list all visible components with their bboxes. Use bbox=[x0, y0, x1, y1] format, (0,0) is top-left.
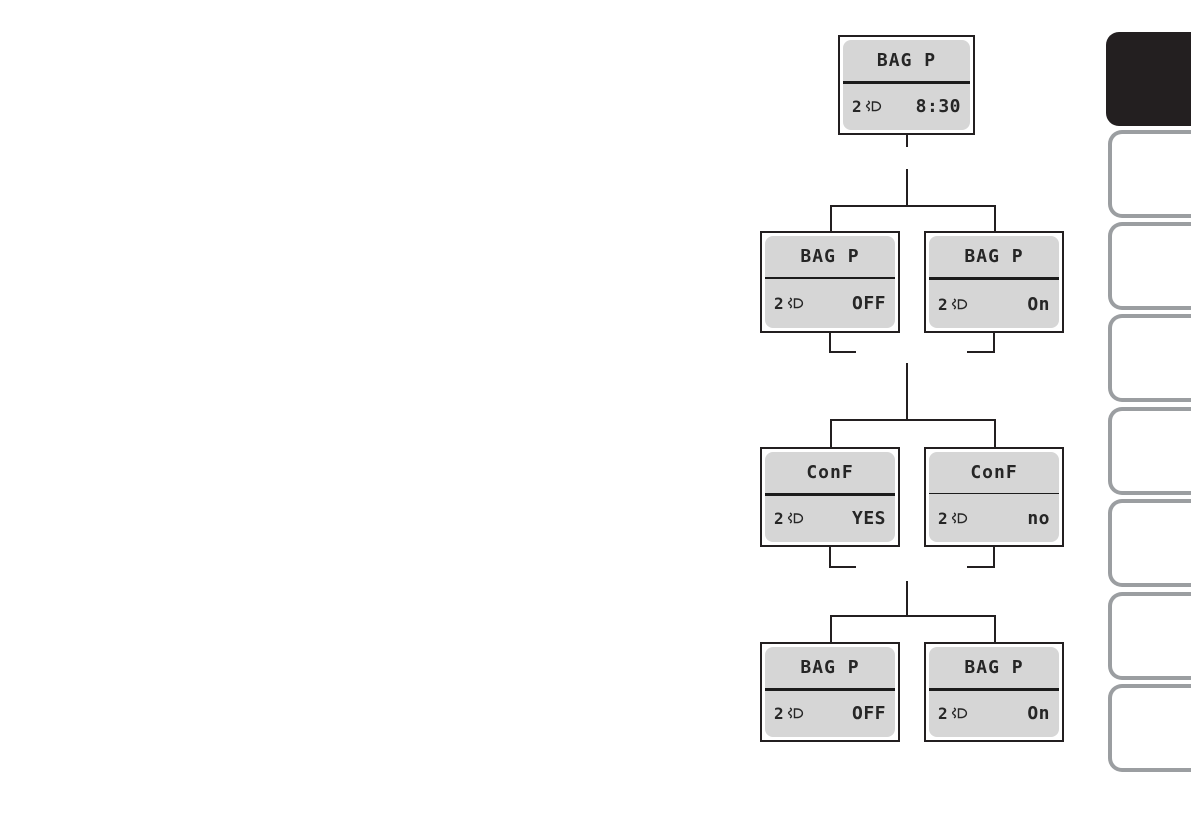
lcd-screen: BAG P 2 On bbox=[929, 647, 1059, 737]
connector-line bbox=[829, 566, 856, 568]
lcd-value: On bbox=[1027, 293, 1050, 315]
flow-node-conf-yes: ConF 2 YES bbox=[760, 447, 900, 547]
flow-node-bagp-on-final: BAG P 2 On bbox=[924, 642, 1064, 742]
connector-line bbox=[906, 363, 908, 421]
lcd-title: BAG P bbox=[800, 246, 860, 268]
trip-2-headlight-icon: 2 bbox=[852, 97, 883, 116]
connector-line bbox=[993, 547, 995, 568]
lcd-value: YES bbox=[851, 508, 886, 530]
connector-line bbox=[830, 205, 996, 207]
lcd-value: On bbox=[1027, 703, 1050, 725]
lcd-screen: BAG P 2 OFF bbox=[765, 647, 895, 737]
flow-node-bagp-root: BAG P 2 8:30 bbox=[838, 35, 975, 135]
flow-node-bagp-on-preview: BAG P 2 On bbox=[924, 231, 1064, 333]
lcd-title: ConF bbox=[970, 461, 1018, 483]
connector-line bbox=[906, 169, 908, 207]
lcd-divider bbox=[765, 687, 895, 691]
connector-line bbox=[906, 135, 908, 147]
trip-2-headlight-icon: 2 bbox=[938, 295, 969, 314]
lcd-divider bbox=[765, 277, 895, 279]
connector-line bbox=[967, 351, 995, 353]
page-index-tab-6 bbox=[1108, 499, 1191, 587]
connector-line bbox=[906, 581, 908, 617]
trip-2-headlight-icon: 2 bbox=[774, 294, 805, 313]
page-index-tab-7 bbox=[1108, 592, 1191, 680]
connector-line bbox=[830, 419, 996, 421]
lcd-screen: BAG P 2 8:30 bbox=[843, 40, 970, 130]
flow-node-bagp-off-final: BAG P 2 OFF bbox=[760, 642, 900, 742]
connector-line bbox=[967, 566, 995, 568]
trip-2-headlight-icon: 2 bbox=[774, 704, 805, 723]
connector-line bbox=[829, 547, 831, 568]
connector-line bbox=[994, 205, 996, 232]
connector-line bbox=[993, 333, 995, 353]
connector-line bbox=[830, 615, 832, 644]
lcd-title: BAG P bbox=[800, 656, 860, 678]
lcd-title: ConF bbox=[806, 461, 854, 483]
connector-line bbox=[830, 419, 832, 448]
lcd-value: no bbox=[1027, 507, 1050, 529]
connector-line bbox=[829, 351, 856, 353]
lcd-title: BAG P bbox=[964, 246, 1024, 268]
trip-2-headlight-icon: 2 bbox=[774, 509, 805, 528]
lcd-screen: ConF 2 YES bbox=[765, 452, 895, 542]
lcd-divider bbox=[929, 492, 1059, 494]
page-index-tab-5 bbox=[1108, 407, 1191, 495]
flow-node-conf-no: ConF 2 no bbox=[924, 447, 1064, 547]
lcd-screen: BAG P 2 On bbox=[929, 236, 1059, 328]
connector-line bbox=[830, 205, 832, 232]
connector-line bbox=[830, 615, 996, 617]
lcd-value: 8:30 bbox=[915, 96, 961, 118]
lcd-screen: ConF 2 no bbox=[929, 452, 1059, 542]
lcd-title: BAG P bbox=[964, 656, 1024, 678]
lcd-value: OFF bbox=[851, 292, 886, 314]
trip-2-headlight-icon: 2 bbox=[938, 704, 969, 723]
connector-line bbox=[994, 615, 996, 644]
page-index-tab-8 bbox=[1108, 684, 1191, 772]
trip-2-headlight-icon: 2 bbox=[938, 509, 969, 528]
page-index-tab-1-active bbox=[1106, 32, 1191, 126]
lcd-divider bbox=[929, 277, 1059, 281]
connector-line bbox=[994, 419, 996, 448]
page-index-tab-3 bbox=[1108, 222, 1191, 310]
lcd-value: OFF bbox=[851, 703, 886, 725]
lcd-divider bbox=[929, 687, 1059, 691]
lcd-screen: BAG P 2 OFF bbox=[765, 236, 895, 328]
page-index-tab-4 bbox=[1108, 314, 1191, 402]
flow-node-bagp-off-preview: BAG P 2 OFF bbox=[760, 231, 900, 333]
lcd-title: BAG P bbox=[876, 49, 937, 71]
lcd-divider bbox=[843, 80, 970, 84]
lcd-divider bbox=[765, 492, 895, 496]
connector-line bbox=[829, 333, 831, 353]
page-index-tab-2 bbox=[1108, 130, 1191, 218]
